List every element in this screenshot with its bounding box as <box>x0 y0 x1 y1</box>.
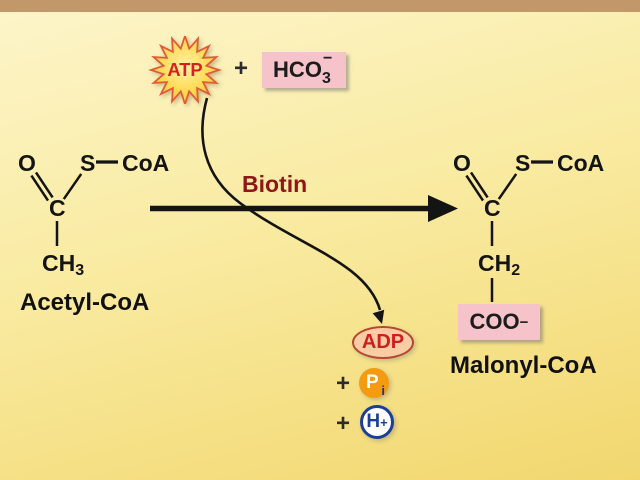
acetyl-c-s-bond <box>62 173 83 200</box>
acetyl-ch3-subscript: 3 <box>75 262 85 279</box>
acetyl-ch3: CH3 <box>42 252 84 279</box>
plus-sign-h: + <box>336 410 351 437</box>
starburst-shape <box>148 36 222 104</box>
coo-superscript: − <box>519 313 529 331</box>
malonyl-ch2-main: CH <box>478 250 512 276</box>
malonyl-coa-name: Malonyl-CoA <box>450 352 597 379</box>
acetyl-ch3-main: CH <box>42 250 76 276</box>
malonyl-c-s-bond <box>497 173 518 200</box>
main-arrow-head <box>428 195 458 222</box>
hco3-superscript: − <box>322 50 333 67</box>
atp-starburst-icon: ATP <box>148 36 222 104</box>
bicarbonate-box: HCO−3 <box>262 51 346 88</box>
pi-i-subscript: i <box>381 383 385 398</box>
h-superscript: + <box>380 414 388 430</box>
adp-label: ADP <box>361 331 405 353</box>
malonyl-carbon: C <box>484 195 501 221</box>
biotin-label: Biotin <box>242 171 308 197</box>
malonyl-oxygen: O <box>453 150 471 176</box>
acetyl-carbon: C <box>49 195 66 221</box>
top-border-bar <box>0 0 640 12</box>
hco3-main: HCO <box>273 57 322 82</box>
cofactor-curve-arrowhead <box>372 309 385 324</box>
coo-main: COO <box>469 309 520 334</box>
malonyl-double-bond-line-2 <box>469 171 489 199</box>
carboxylate-box: COO− <box>458 304 540 340</box>
malonyl-ch2: CH2 <box>478 252 520 279</box>
acetyl-double-bond-line-1 <box>30 174 50 202</box>
acetyl-coa-name: Acetyl-CoA <box>20 289 150 316</box>
hco3-subscript: 3 <box>321 70 331 87</box>
hco3-sub-sup: −3 <box>321 51 335 87</box>
pi-p-label: P <box>366 372 379 393</box>
atp-label: ATP <box>167 59 202 80</box>
h-label: H <box>366 411 381 432</box>
plus-sign-pi: + <box>336 370 351 397</box>
acetyl-double-bond-line-2 <box>34 171 54 199</box>
adp-oval: ADP <box>352 326 414 359</box>
malonyl-coa-group: CoA <box>557 150 605 176</box>
pi-circle: P i <box>359 368 389 398</box>
acetyl-coa-group: CoA <box>122 150 170 176</box>
plus-sign-top: + <box>234 55 249 82</box>
acetyl-sulfur: S <box>80 150 96 176</box>
h-plus-circle: H+ <box>360 405 394 439</box>
acetyl-oxygen: O <box>18 150 36 176</box>
cofactor-curve <box>201 97 382 311</box>
malonyl-ch2-subscript: 2 <box>511 262 521 279</box>
malonyl-sulfur: S <box>515 150 531 176</box>
malonyl-double-bond-line-1 <box>465 174 485 202</box>
